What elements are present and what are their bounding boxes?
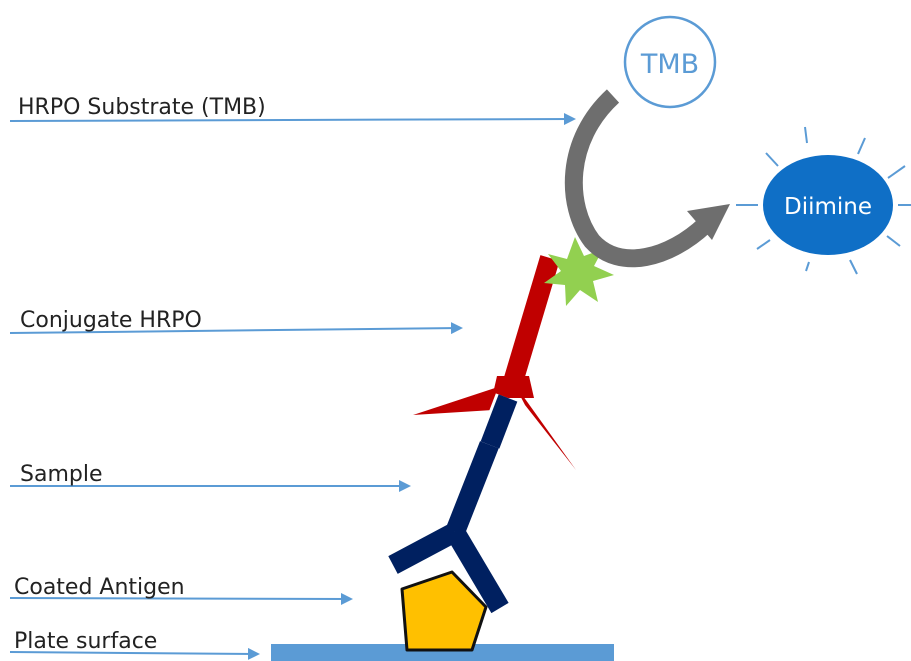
diimine-label: Diimine <box>784 194 872 220</box>
substrate-pointer <box>9 113 576 126</box>
antigen-pointer <box>9 592 353 605</box>
tmb-label: TMB <box>640 49 699 80</box>
diimine-node <box>763 155 893 255</box>
plate-label: Plate surface <box>14 629 157 654</box>
coated-antigen-shape <box>400 570 488 652</box>
antigen-label: Coated Antigen <box>14 575 185 600</box>
diimine-rays <box>736 126 911 275</box>
tmb-node <box>623 15 717 109</box>
plate-pointer <box>9 647 260 660</box>
plate-surface <box>271 644 614 661</box>
sample-label: Sample <box>20 462 103 487</box>
reaction-arrowhead <box>687 204 730 240</box>
conjugate-label: Conjugate HRPO <box>20 308 202 333</box>
reaction-arrow <box>564 89 712 268</box>
substrate-label: HRPO Substrate (TMB) <box>18 95 266 120</box>
conjugate-antibody <box>413 255 576 470</box>
conjugate-pointer <box>9 322 463 335</box>
